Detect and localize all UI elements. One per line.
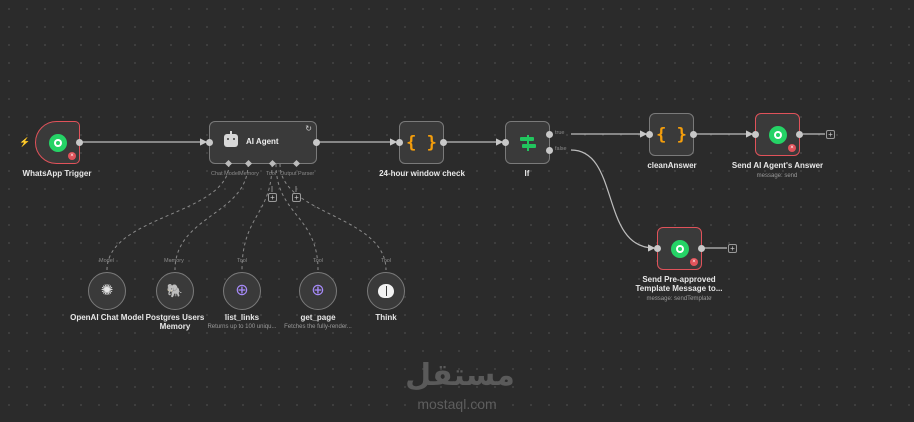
get-page-label: get_page: [300, 313, 336, 322]
if-false-label: false: [555, 146, 567, 152]
postgres-memory-node[interactable]: 🐘: [156, 272, 194, 310]
output-handle[interactable]: [698, 244, 705, 252]
add-tool-plus-icon[interactable]: +: [268, 193, 277, 202]
clean-answer-label: cleanAnswer: [647, 161, 697, 170]
false-handle[interactable]: [546, 147, 553, 154]
postgres-memory-label-line2: Memory: [159, 322, 191, 331]
input-handle[interactable]: [396, 138, 403, 146]
whatsapp-icon: [48, 133, 67, 152]
sub-port-label: Tool: [381, 258, 392, 264]
code-icon: { }: [406, 132, 437, 153]
connection-tool-think: [279, 163, 387, 271]
postgres-memory-label: Postgres Users: [145, 313, 205, 322]
send-template-node[interactable]: ×: [654, 227, 705, 270]
code-icon: { }: [656, 124, 687, 145]
output-handle[interactable]: [796, 130, 803, 138]
send-template-subtitle: message: sendTemplate: [646, 296, 712, 302]
get-page-node[interactable]: ⊕: [299, 272, 337, 310]
whatsapp-trigger-node[interactable]: ×: [35, 121, 83, 164]
clean-answer-node[interactable]: { }: [646, 113, 697, 156]
add-node-plus-icon[interactable]: +: [728, 244, 737, 253]
output-handle[interactable]: [313, 138, 320, 146]
ai-agent-label: AI Agent: [246, 137, 279, 146]
port-tool-label: Tool: [266, 171, 277, 177]
think-node[interactable]: [367, 272, 405, 310]
connection-model: [106, 163, 230, 271]
input-handle[interactable]: [654, 244, 661, 252]
connection-memory: [174, 163, 249, 271]
window-check-label: 24-hour window check: [379, 169, 465, 178]
sub-port-label: Memory: [164, 258, 184, 264]
list-links-label: list_links: [224, 313, 260, 322]
postgres-icon: 🐘: [166, 283, 184, 298]
port-memory-label: Memory: [239, 171, 259, 177]
list-links-subtitle: Returns up to 100 uniqu...: [207, 324, 277, 330]
error-badge-icon: ×: [68, 152, 76, 160]
input-handle[interactable]: [646, 130, 653, 138]
openai-chat-model-label: OpenAI Chat Model: [70, 313, 144, 322]
error-badge-icon: ×: [690, 258, 698, 266]
error-badge-icon: ×: [788, 144, 796, 152]
refresh-icon[interactable]: ↻: [305, 124, 312, 133]
port-output-parser-label: Output Parser: [280, 171, 315, 177]
get-page-subtitle: Fetches the fully-render...: [284, 324, 352, 330]
watermark-url: mostaql.com: [417, 396, 497, 412]
add-node-plus-icon[interactable]: +: [826, 130, 835, 139]
whatsapp-icon: [768, 125, 787, 144]
whatsapp-trigger-label: WhatsApp Trigger: [22, 169, 92, 178]
if-icon: [519, 134, 536, 151]
openai-icon: ✺: [100, 282, 114, 299]
whatsapp-icon: [670, 239, 689, 258]
input-handle[interactable]: [752, 130, 759, 138]
connection-if-false: [570, 149, 656, 252]
send-answer-label: Send AI Agent's Answer: [731, 161, 824, 170]
trigger-bolt-icon: ⚡: [19, 137, 31, 147]
connection-tool-list: [241, 163, 273, 271]
output-handle[interactable]: [440, 138, 447, 146]
list-links-node[interactable]: ⊕: [223, 272, 261, 310]
send-answer-node[interactable]: ×: [752, 113, 803, 156]
send-answer-subtitle: message: send: [756, 173, 798, 179]
window-check-node[interactable]: { }: [396, 121, 447, 164]
if-label: If: [524, 169, 530, 178]
connection-tool-get: [275, 163, 319, 271]
robot-icon: [224, 131, 238, 147]
add-parser-plus-icon[interactable]: +: [292, 193, 301, 202]
openai-chat-model-node[interactable]: ✺: [88, 272, 126, 310]
globe-icon: ⊕: [235, 282, 249, 299]
if-true-label: true: [555, 130, 565, 136]
ai-agent-node[interactable]: AI Agent ↻: [206, 121, 320, 164]
brain-icon: [378, 284, 394, 298]
think-label: Think: [375, 313, 397, 322]
globe-icon: ⊕: [311, 282, 325, 299]
output-handle[interactable]: [76, 138, 83, 146]
if-node[interactable]: [502, 121, 553, 164]
watermark-logo: مستقل: [405, 358, 515, 393]
input-handle[interactable]: [206, 138, 213, 146]
sub-port-label: Tool: [313, 258, 324, 264]
send-template-label-line1: Send Pre-approved: [642, 275, 716, 284]
true-handle[interactable]: [546, 131, 553, 138]
send-template-label-line2: Template Message to...: [635, 284, 723, 293]
sub-port-label: Tool: [237, 258, 248, 264]
sub-port-label: Model: [99, 258, 114, 264]
port-chat-model-label: Chat Model: [211, 171, 240, 177]
output-handle[interactable]: [690, 130, 697, 138]
input-handle[interactable]: [502, 138, 509, 146]
